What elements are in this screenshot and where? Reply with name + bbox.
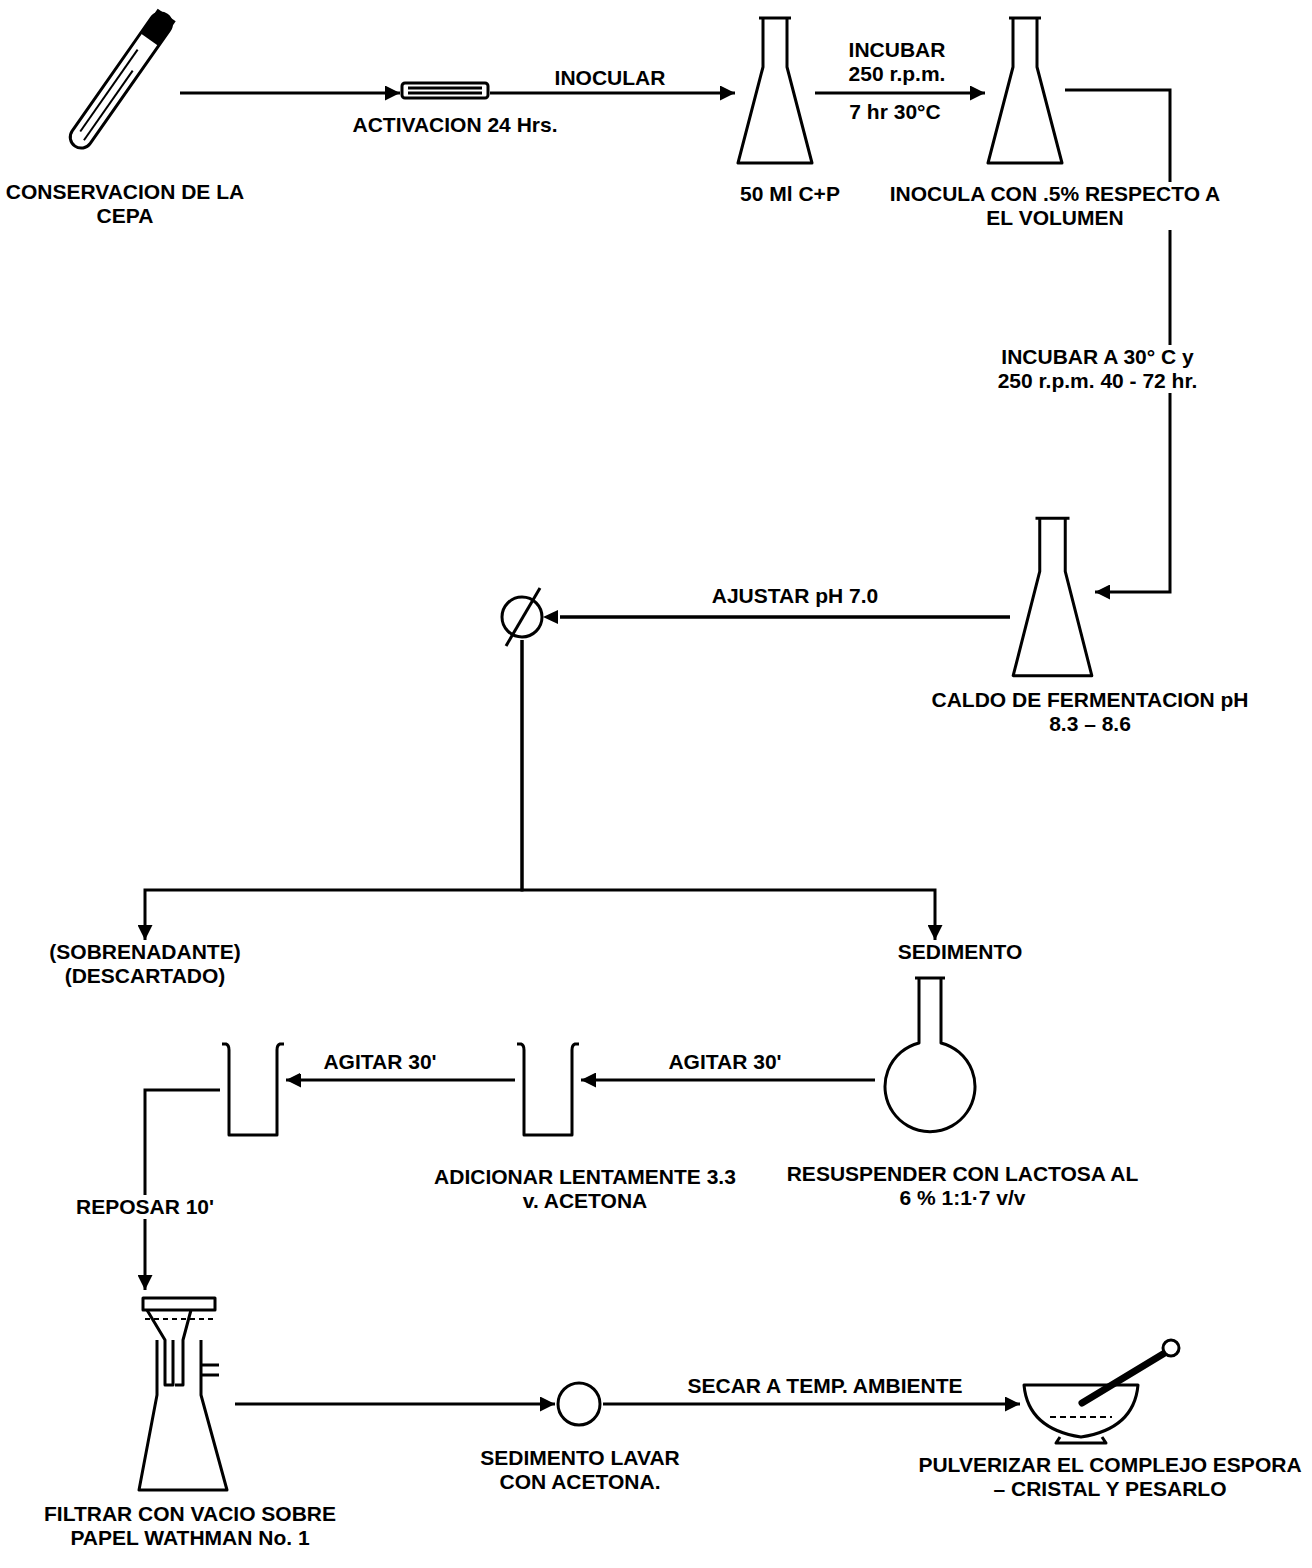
- incubation-note: 7 hr 30°C: [820, 100, 970, 124]
- erlenmeyer-flask: [735, 15, 815, 167]
- flow-arrow: [581, 1079, 875, 1082]
- flow-arrow: [603, 1403, 1020, 1406]
- flow-arrow: [235, 1403, 555, 1406]
- step-condition: INCUBAR A 30° C y 250 r.p.m. 40 - 72 hr.: [990, 345, 1205, 393]
- flow-arrow: [1065, 90, 1170, 592]
- powder-weighing: PULVERIZAR EL COMPLEJO ESPORA – CRISTAL …: [915, 1335, 1305, 1501]
- flow-arrow: [522, 617, 1010, 940]
- fermentation-broth: CALDO DE FERMENTACION pH 8.3 – 8.6: [925, 510, 1255, 736]
- node-caption: CONSERVACION DE LA CEPA: [5, 180, 245, 228]
- flow-arrow: [490, 92, 735, 95]
- strain-stock: CONSERVACION DE LA CEPA: [5, 5, 245, 228]
- vacuum-filter-flask: [135, 1295, 235, 1495]
- beaker: [515, 1040, 581, 1137]
- erlenmeyer-flask: [985, 15, 1065, 167]
- vacuum-filtration: FILTRAR CON VACIO SOBRE PAPEL WATHMAN No…: [10, 1290, 370, 1550]
- beaker: [220, 1040, 286, 1137]
- flow-arrow: [286, 1079, 515, 1082]
- node-caption: CALDO DE FERMENTACION pH 8.3 – 8.6: [930, 688, 1250, 736]
- petri-plate: [400, 80, 490, 100]
- sediment-resuspension: SEDIMENTO RESUSPENDER CON LACTOSA AL 6 % …: [770, 940, 1155, 1210]
- flow-arrow: [145, 1090, 220, 1290]
- node-caption: SEDIMENTO LAVAR CON ACETONA.: [455, 1446, 705, 1494]
- step-condition: INCUBAR 250 r.p.m.: [832, 38, 962, 86]
- filter-disc: [555, 1380, 603, 1428]
- flow-arrow: [145, 617, 1010, 940]
- step-condition: SECAR A TEMP. AMBIENTE: [650, 1374, 1000, 1398]
- node-caption: ACTIVACION 24 Hrs.: [330, 113, 580, 137]
- flow-arrow: [815, 92, 985, 95]
- test-tube: [60, 5, 180, 155]
- step-condition: INOCULAR: [520, 66, 700, 90]
- stirred-beaker: [215, 1035, 295, 1137]
- node-heading: SEDIMENTO: [830, 940, 1090, 964]
- flow-arrow: [180, 92, 400, 95]
- mortar-and-pestle: [1020, 1335, 1185, 1445]
- node-caption: FILTRAR CON VACIO SOBRE PAPEL WATHMAN No…: [10, 1502, 370, 1550]
- node-caption: ADICIONAR LENTAMENTE 3.3 v. ACETONA: [430, 1165, 740, 1213]
- discarded-supernatant: (SOBRENADANTE) (DESCARTADO): [20, 940, 270, 988]
- step-condition: AGITAR 30': [630, 1050, 820, 1074]
- erlenmeyer-flask: [1010, 515, 1095, 680]
- node-caption: 50 Ml C+P: [700, 182, 880, 206]
- round-flask: [875, 975, 985, 1137]
- node-caption: INOCULA CON .5% RESPECTO A EL VOLUMEN: [885, 182, 1225, 230]
- node-caption: (SOBRENADANTE) (DESCARTADO): [20, 940, 270, 988]
- node-caption: RESUSPENDER CON LACTOSA AL 6 % 1:1·7 v/v: [780, 1162, 1145, 1210]
- step-condition: REPOSAR 10': [75, 1195, 215, 1219]
- step-condition: AGITAR 30': [300, 1050, 460, 1074]
- node-caption: PULVERIZAR EL COMPLEJO ESPORA – CRISTAL …: [915, 1453, 1305, 1501]
- step-condition: AJUSTAR pH 7.0: [660, 584, 930, 608]
